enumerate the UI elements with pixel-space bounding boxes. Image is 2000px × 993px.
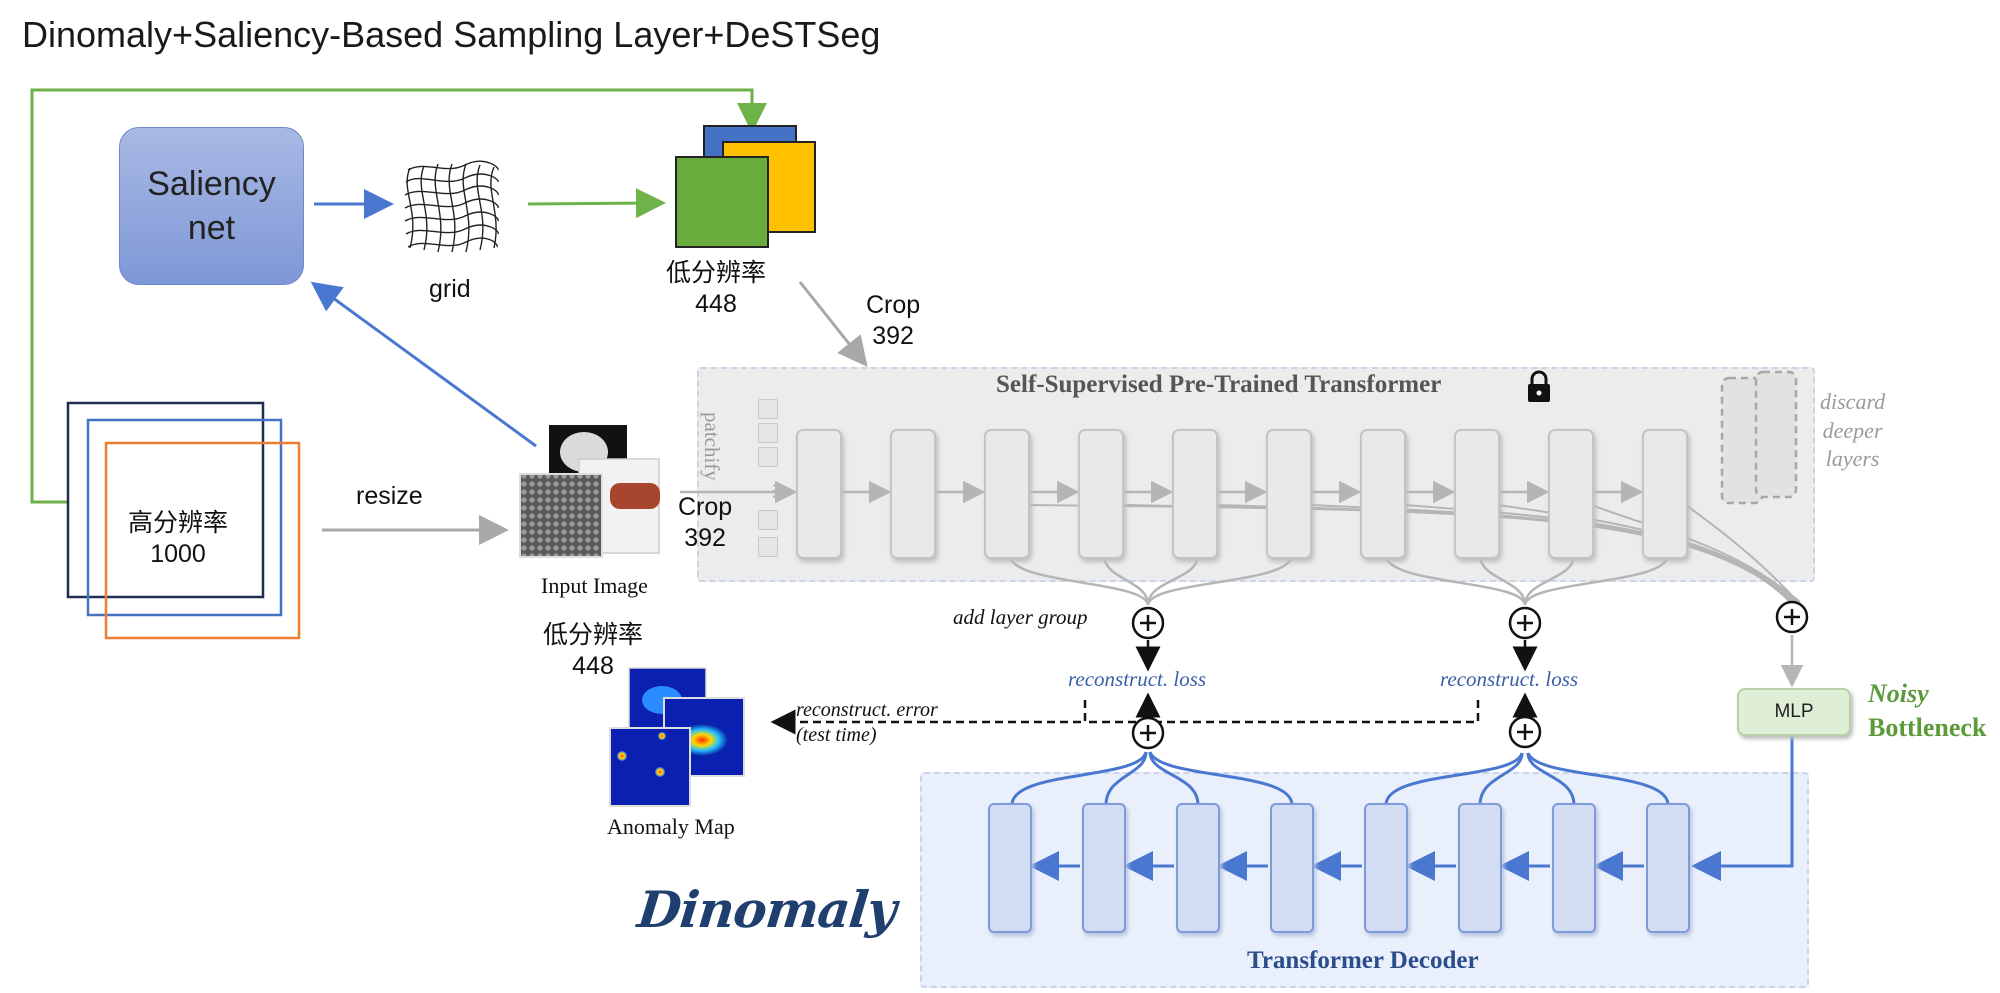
group-curves-left: [1008, 554, 1294, 606]
crop-top-label: Crop 392: [866, 290, 920, 353]
green-loop-arrow: [30, 88, 767, 504]
grid-label: grid: [429, 275, 471, 303]
encoder-block: [1642, 429, 1688, 559]
encoder-block: [796, 429, 842, 559]
crop-mid-line1: Crop: [678, 493, 733, 521]
lowres-top-line1: 低分辨率: [666, 259, 767, 287]
reconstruct-error-line2: (test time): [796, 724, 877, 746]
mlp-to-decoder-arrow: [1691, 734, 1794, 881]
patch-token: [758, 399, 778, 419]
saliency-net-line2: net: [187, 209, 236, 247]
mlp-label: MLP: [1774, 701, 1814, 722]
discard-line3: layers: [1825, 446, 1880, 472]
lowres-top-line2: 448: [695, 290, 737, 319]
resize-label: resize: [356, 482, 423, 510]
reconstruct-error-line1: reconstruct. error: [796, 699, 938, 721]
crop-top-line1: Crop: [866, 291, 921, 319]
input-image-label: Input Image: [541, 573, 648, 598]
crop-mid-line2: 392: [684, 524, 726, 553]
encoder-panel: [697, 367, 1815, 582]
input-image-thumbnail: [519, 425, 660, 558]
add-layer-group-label: add layer group: [953, 605, 1088, 629]
lowres-squares-top: [675, 125, 816, 248]
discard-label: discard deeper layers: [1820, 388, 1885, 474]
patchify-label: patchify: [700, 412, 724, 481]
decoder-title: Transformer Decoder: [1247, 947, 1479, 974]
decoder-block: [1270, 803, 1314, 933]
highres-label: 高分辨率 1000: [128, 508, 228, 571]
lowres-bottom-line1: 低分辨率: [543, 621, 644, 649]
group-curves-right: [1384, 554, 1670, 606]
noisy-line1: Noisy: [1868, 679, 1929, 708]
input-to-saliency-arrow: [310, 281, 537, 448]
decoder-block: [1552, 803, 1596, 933]
encoder-block: [1454, 429, 1500, 559]
encoder-block: [1360, 429, 1406, 559]
encoder-title: Self-Supervised Pre-Trained Transformer: [996, 371, 1442, 398]
reconstruct-error-arrow: [770, 700, 1087, 735]
patch-token: [758, 510, 778, 530]
decoder-block: [1458, 803, 1502, 933]
encoder-block: [1266, 429, 1312, 559]
reconstruct-loss-right: reconstruct. loss: [1440, 667, 1579, 691]
highres-line2: 1000: [150, 540, 206, 569]
reconstruct-error-label: reconstruct. error (test time): [796, 698, 938, 748]
decoder-block: [1364, 803, 1408, 933]
lowres-to-encoder-arrow: [798, 281, 868, 368]
crop-mid-label: Crop 392: [678, 492, 732, 555]
decoder-block: [1176, 803, 1220, 933]
decoder-group-curves: [1010, 751, 1670, 806]
crop-top-line2: 392: [872, 322, 914, 351]
encoder-block: [890, 429, 936, 559]
decoder-block: [1082, 803, 1126, 933]
encoder-block: [984, 429, 1030, 559]
lock-icon: [1528, 370, 1550, 402]
highres-frames: [66, 401, 301, 640]
discard-line2: deeper: [1822, 417, 1883, 443]
page-title: Dinomaly+Saliency-Based Sampling Layer+D…: [22, 14, 881, 55]
noisy-line2: Bottleneck: [1868, 712, 1987, 742]
noisy-bottleneck-label: Noisy Bottleneck: [1868, 677, 1986, 745]
encoder-block: [1172, 429, 1218, 559]
encoder-block: [1548, 429, 1594, 559]
patch-token: [758, 423, 778, 443]
discard-blocks: [1720, 370, 1798, 505]
dinomaly-logo: Dinomaly: [634, 880, 899, 939]
anomaly-map-label: Anomaly Map: [607, 814, 735, 839]
saliency-net-line1: Saliency: [147, 164, 276, 203]
patch-token: [758, 537, 778, 557]
decoder-block: [1646, 803, 1690, 933]
grid-to-lowres-arrow: [527, 188, 666, 219]
discard-line1: discard: [1820, 389, 1886, 414]
lowres-bottom-line2: 448: [572, 652, 614, 681]
plus-circle-icon: [1131, 600, 1809, 750]
anomaly-map-thumbnail: [609, 667, 745, 807]
highres-line1: 高分辨率: [128, 509, 229, 537]
encoder-block: [1078, 429, 1124, 559]
mlp-box: MLP: [1737, 688, 1851, 736]
reconstruct-loss-left: reconstruct. loss: [1068, 667, 1207, 691]
warped-grid-icon: [404, 160, 499, 253]
lowres-top-label: 低分辨率 448: [666, 258, 766, 321]
lowres-bottom-label: 低分辨率 448: [543, 620, 643, 683]
saliency-net-box: Saliency net: [119, 127, 304, 285]
decoder-block: [988, 803, 1032, 933]
patch-ellipsis: ⋮: [766, 483, 782, 500]
patch-token: [758, 447, 778, 467]
